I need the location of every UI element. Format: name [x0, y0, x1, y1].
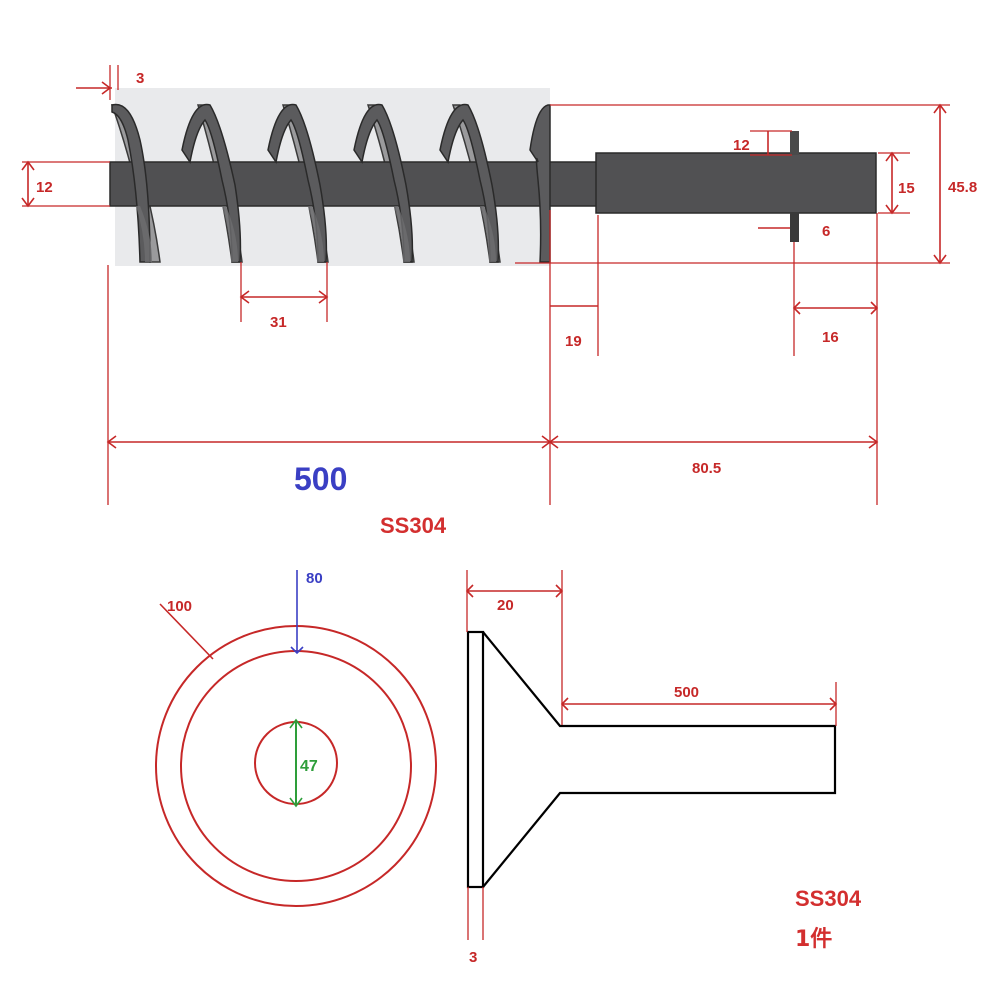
dim-outer-dia: 100: [167, 598, 192, 615]
screw-shaft: [109, 161, 601, 207]
bottom-material: SS304: [795, 886, 862, 911]
dim-pitch: 31: [270, 314, 287, 331]
cone-tube-outline: [482, 631, 837, 888]
dim-flange-thickness: 3: [469, 949, 477, 966]
hub-body: [595, 152, 877, 214]
quantity-label: 1件: [795, 927, 832, 952]
outer-circle: [155, 625, 437, 907]
dim-neck-length: 19: [565, 333, 582, 350]
dim-flight-thickness: 3: [136, 70, 144, 87]
dim-tube-length: 500: [674, 684, 699, 701]
side-view: 20 500 3 SS304 1件: [465, 570, 862, 966]
dim-screw-length: 500: [294, 461, 347, 497]
leader-outer-dia: [159, 603, 214, 660]
flange: [466, 630, 485, 889]
screw-render: [109, 88, 877, 266]
dim-pin-to-end: 16: [822, 329, 839, 346]
dim-bore-dia: 47: [300, 758, 318, 775]
pin-bottom: [790, 212, 799, 242]
dim-overall-dia: 45.8: [948, 179, 977, 196]
top-material: SS304: [380, 513, 447, 538]
dim-hub-section-length: 80.5: [692, 460, 721, 477]
dim-hub-dia: 15: [898, 180, 915, 197]
top-dimensions: 3 12 31 19 12 15 45.8 6: [21, 65, 977, 538]
dim-mid-dia: 80: [306, 570, 323, 587]
pin-top: [790, 131, 799, 155]
end-view: 100 80 47: [155, 570, 437, 907]
dim-cone-length: 20: [497, 597, 514, 614]
dim-shaft-dia: 12: [36, 179, 53, 196]
flight-shading: [136, 206, 496, 262]
dim-pin-width: 6: [822, 223, 830, 240]
arrow-marks: [21, 81, 947, 449]
dim-pin-length: 12: [733, 137, 750, 154]
